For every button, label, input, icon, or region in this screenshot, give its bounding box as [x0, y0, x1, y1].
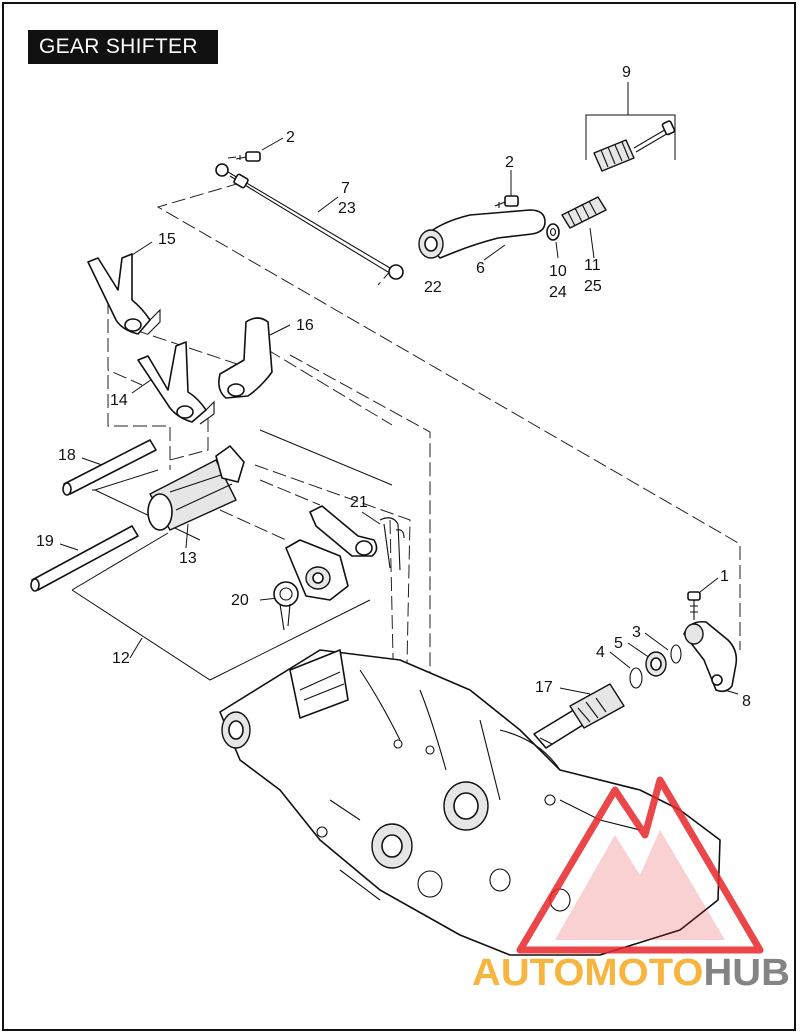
fork-shaft-19: [30, 525, 139, 592]
callout-1: 1: [720, 568, 729, 585]
watermark-moto: MOTO: [584, 952, 703, 994]
callout-17: 17: [535, 679, 553, 696]
callout-25: 25: [584, 278, 602, 295]
watermark-triangle-icon: [516, 776, 764, 954]
callout-3: 3: [632, 624, 641, 641]
screw-2-right: [494, 195, 519, 208]
callout-18: 18: [58, 447, 76, 464]
retaining-ring-4: [629, 667, 643, 689]
fork-shaft-18: [62, 439, 157, 496]
callout-2-right: 2: [505, 154, 514, 171]
crankcase: [219, 649, 721, 956]
callout-10: 10: [549, 263, 567, 280]
callout-8: 8: [742, 693, 751, 710]
callout-23: 23: [338, 200, 356, 217]
shift-fork-14: [137, 341, 215, 425]
callout-20: 20: [231, 592, 249, 609]
shift-fork-15: [87, 253, 161, 335]
callout-11: 11: [584, 257, 601, 274]
shift-pawl: [309, 505, 378, 557]
spring-20: [273, 581, 299, 631]
callout-14: 14: [110, 392, 128, 409]
callout-labels: 2 2 9 7 23 22 6 10 24 11 25 15 16 14 18 …: [36, 64, 751, 710]
screw-2-left: [227, 151, 261, 162]
rubber-footpeg-9: [593, 120, 676, 172]
callout-5: 5: [614, 635, 623, 652]
callout-15: 15: [158, 231, 176, 248]
shift-fork-16: [218, 317, 273, 399]
callout-19: 19: [36, 533, 54, 550]
washer-10: [546, 223, 560, 241]
screw-1: [687, 591, 701, 620]
callout-22: 22: [424, 279, 442, 296]
callout-16: 16: [296, 317, 314, 334]
detent-arm: [285, 539, 349, 601]
leader-lines: [59, 137, 739, 695]
callout-4: 4: [596, 644, 605, 661]
callout-13: 13: [179, 550, 197, 567]
callout-21: 21: [350, 494, 368, 511]
shifter-arm-8: [683, 620, 738, 693]
seal-3: [670, 644, 682, 664]
callout-9: 9: [622, 64, 631, 81]
watermark-auto: AUTO: [472, 952, 584, 994]
callout-24: 24: [549, 284, 567, 301]
detent-spring-21: [379, 517, 405, 571]
shifter-shaft-17: [533, 683, 625, 749]
shift-drum-13: [147, 445, 245, 531]
shifter-lever: [418, 209, 546, 259]
diagram-title: GEAR SHIFTER: [28, 30, 218, 64]
shifter-rod: [215, 163, 404, 280]
bearing-5: [645, 651, 667, 677]
spring-11: [561, 196, 607, 229]
callout-2-left: 2: [286, 129, 295, 146]
callout-12: 12: [112, 650, 130, 667]
callout-6: 6: [476, 260, 485, 277]
watermark-hub: HUB: [703, 952, 790, 994]
callout-7: 7: [341, 180, 350, 197]
